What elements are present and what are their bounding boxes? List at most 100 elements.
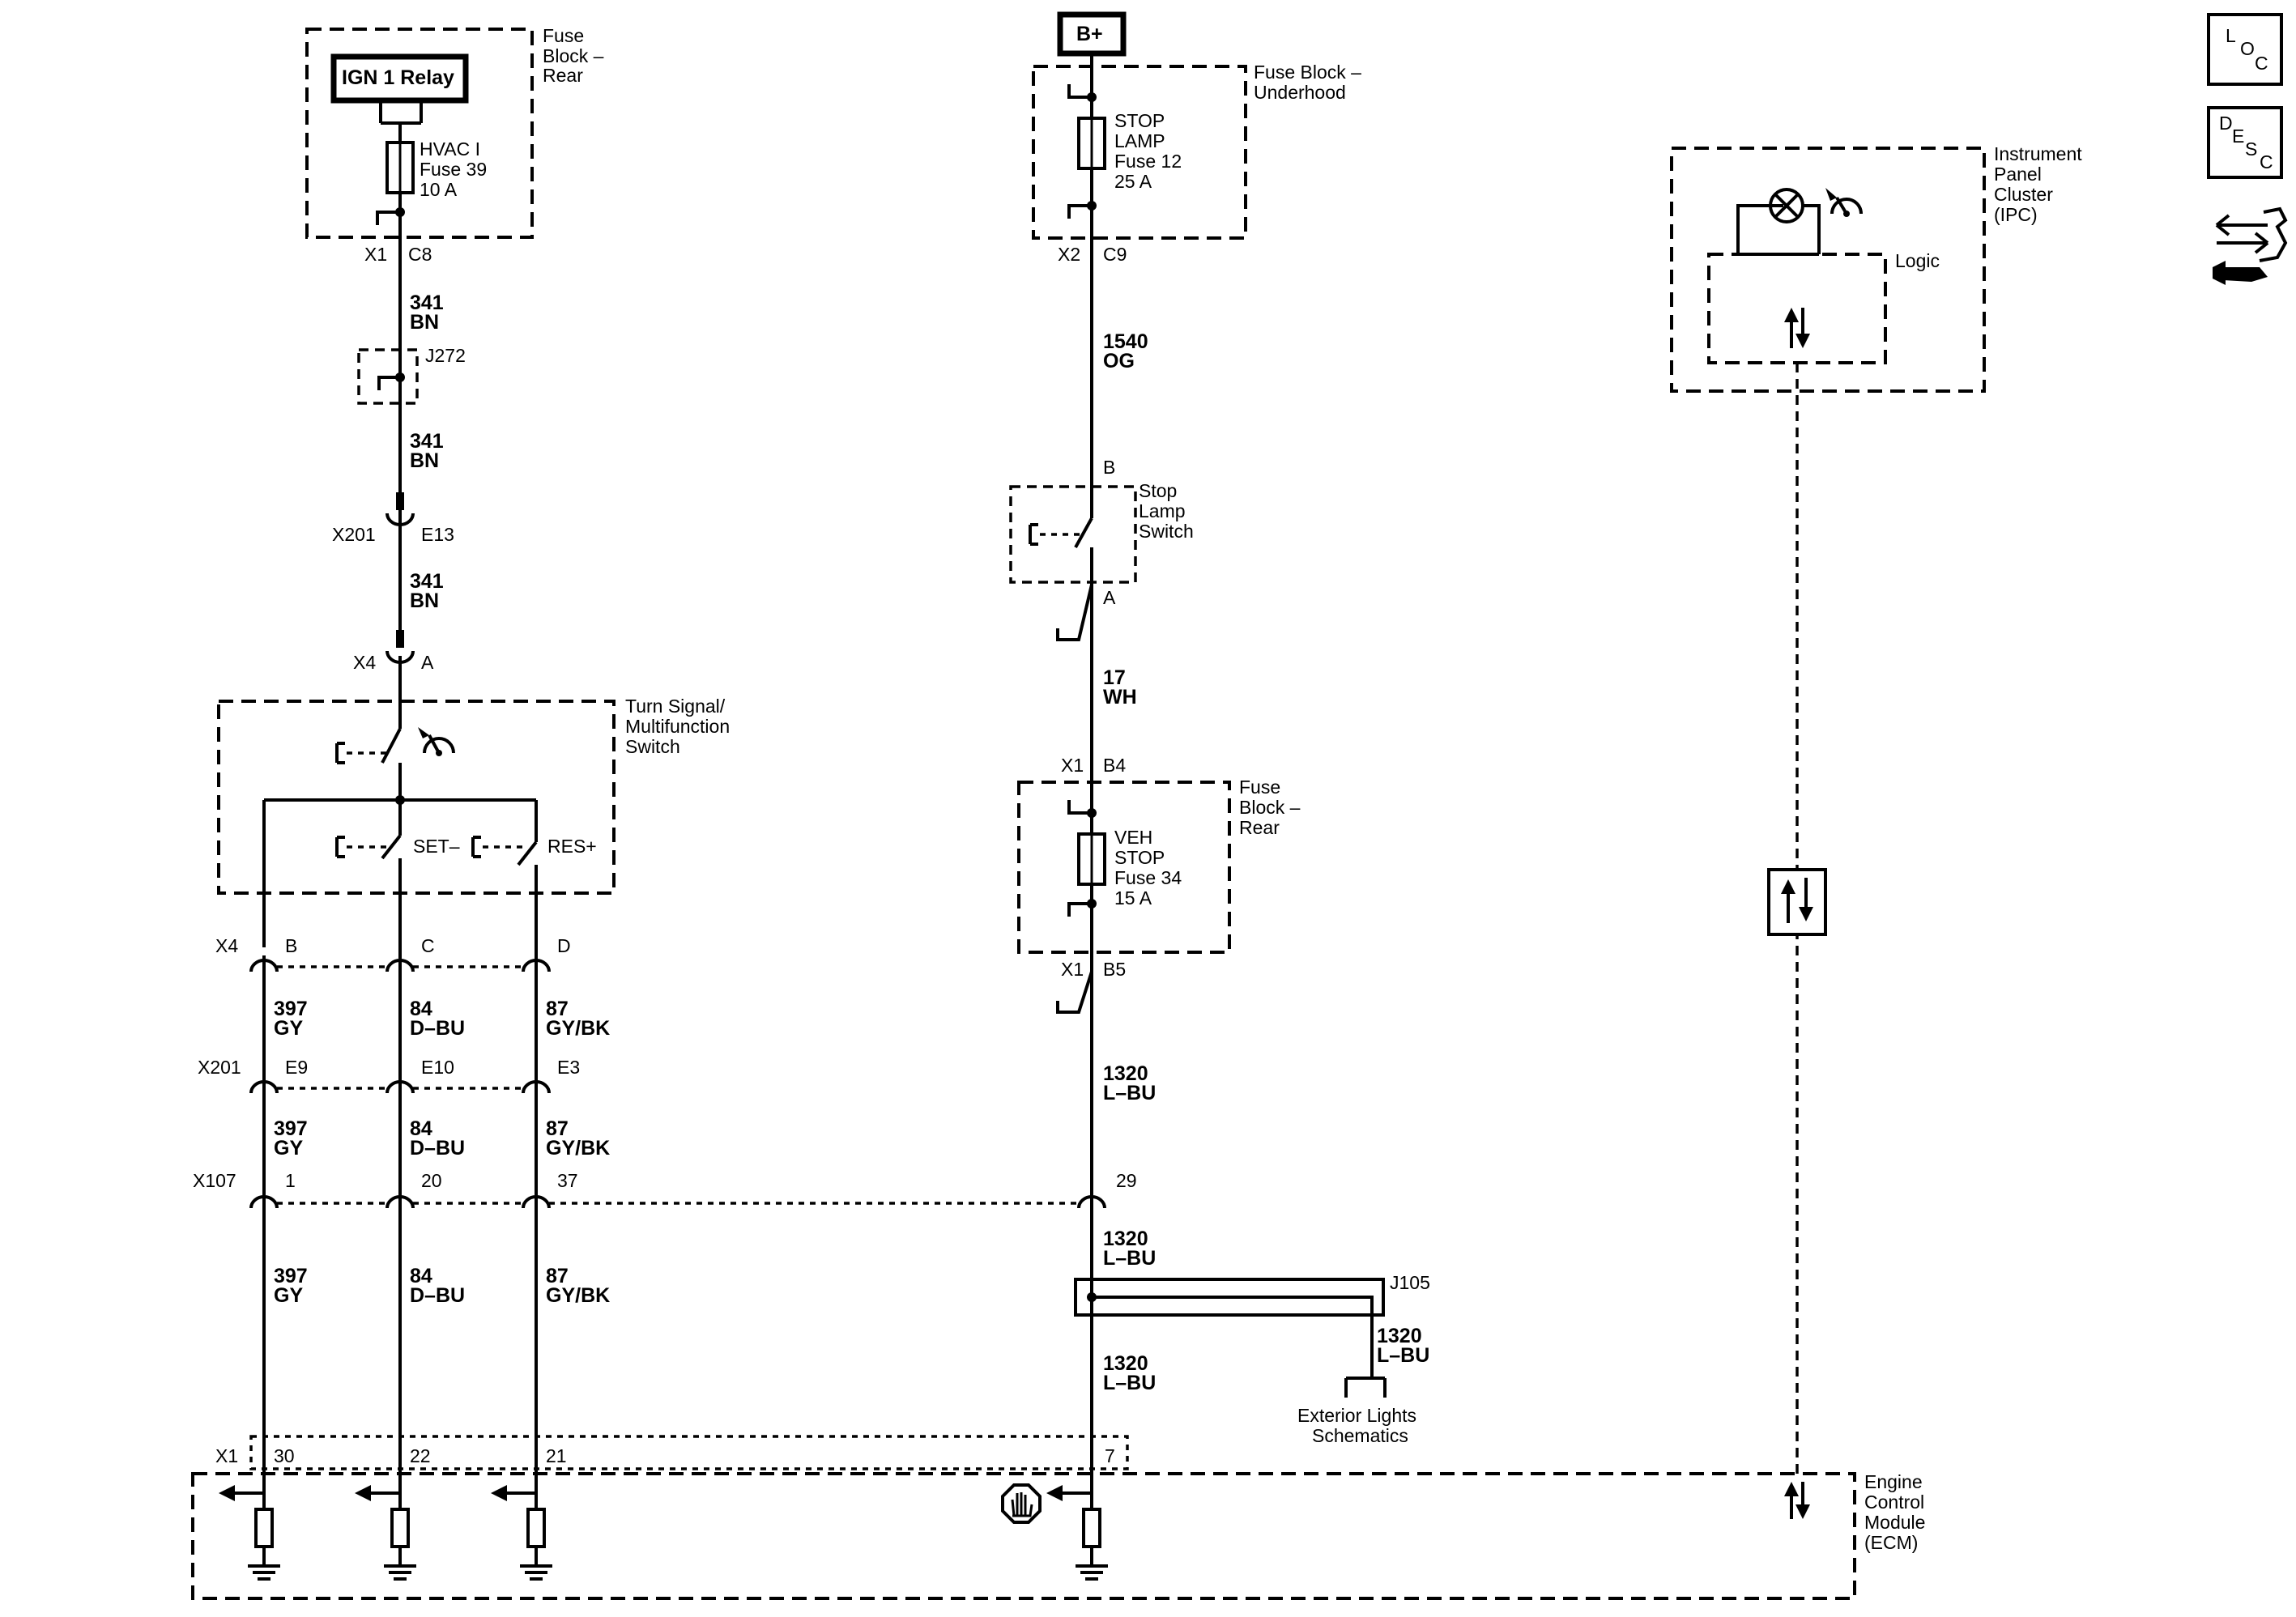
- svg-text:397: 397: [274, 998, 308, 1020]
- svg-text:84: 84: [410, 998, 432, 1020]
- wire-341-bn-c: 341 BN: [410, 570, 444, 612]
- svg-text:Fuse: Fuse: [1239, 777, 1280, 798]
- svg-text:Switch: Switch: [1139, 521, 1194, 542]
- svg-text:87: 87: [546, 998, 569, 1020]
- svg-text:Schematics: Schematics: [1312, 1425, 1408, 1446]
- svg-text:BN: BN: [410, 311, 439, 334]
- wire-1320-lbu-d: 1320 L–BU: [1103, 1228, 1156, 1270]
- svg-text:BN: BN: [410, 449, 439, 472]
- svg-text:Stop: Stop: [1139, 480, 1177, 501]
- svg-text:1320: 1320: [1103, 1062, 1148, 1085]
- turn-signal-switch-title: Turn Signal/ Multifunction Switch: [625, 696, 730, 757]
- svg-text:L–BU: L–BU: [1377, 1344, 1429, 1367]
- x1-pin-21: 21: [546, 1445, 567, 1466]
- svg-text:(ECM): (ECM): [1864, 1532, 1918, 1553]
- svg-text:Fuse 12: Fuse 12: [1114, 151, 1182, 172]
- svg-text:Fuse: Fuse: [543, 25, 584, 46]
- ecm-input-30: [219, 1485, 280, 1581]
- desc-letter-e: E: [2232, 126, 2244, 147]
- fuse-block-rear-top-title: Fuse Block – Rear: [543, 25, 604, 86]
- svg-text:Block –: Block –: [543, 45, 604, 66]
- svg-text:Underhood: Underhood: [1254, 82, 1346, 103]
- svg-text:(IPC): (IPC): [1994, 204, 2038, 225]
- diagnostic-tool-icon[interactable]: [2213, 206, 2288, 285]
- wires-row2: 397 GY 84 D–BU 87 GY/BK: [274, 1117, 610, 1160]
- desc-letter-s: S: [2245, 138, 2257, 160]
- loc-letter-c: C: [2255, 53, 2268, 74]
- svg-text:Lamp: Lamp: [1139, 500, 1186, 521]
- ipc-logic-box: [1707, 253, 1887, 364]
- svg-text:STOP: STOP: [1114, 847, 1165, 868]
- svg-text:Cluster: Cluster: [1994, 184, 2053, 205]
- svg-text:341: 341: [410, 430, 444, 453]
- x107-pin-20: 20: [421, 1170, 442, 1191]
- svg-text:84: 84: [410, 1265, 432, 1287]
- x1-c8-conn: X1: [364, 244, 387, 265]
- x107-pin-37: 37: [557, 1170, 578, 1191]
- svg-text:GY/BK: GY/BK: [546, 1017, 610, 1040]
- svg-text:1320: 1320: [1103, 1228, 1148, 1250]
- x4-row-conn: X4: [215, 935, 238, 956]
- svg-text:341: 341: [410, 291, 444, 314]
- wire-341-bn-a: 341 BN: [410, 291, 444, 334]
- b-plus-label: B+: [1076, 23, 1103, 45]
- x1-ecm-connector-row: X1 30 22 21 7: [215, 1445, 1115, 1466]
- svg-text:VEH: VEH: [1114, 827, 1152, 848]
- svg-text:D–BU: D–BU: [410, 1137, 465, 1160]
- x1-pin-30: 30: [274, 1445, 295, 1466]
- ecm-input-22: [355, 1485, 416, 1581]
- x201-pin-e9: E9: [285, 1057, 308, 1078]
- stop-switch-pin-a: A: [1103, 587, 1116, 608]
- svg-text:15 A: 15 A: [1114, 887, 1152, 908]
- wire-341-bn-b: 341 BN: [410, 430, 444, 472]
- x201-e13-conn: X201: [332, 524, 376, 545]
- loc-button[interactable]: L O C: [2207, 13, 2283, 86]
- wire-1320-lbu-f: 1320 L–BU: [1103, 1352, 1156, 1394]
- desc-letter-d: D: [2219, 113, 2233, 134]
- stop-switch-pin-b: B: [1103, 457, 1115, 478]
- x107-row-conn: X107: [193, 1170, 236, 1191]
- ecm-box: [191, 1472, 1856, 1600]
- x4-pin-c: C: [421, 935, 435, 956]
- svg-text:Block –: Block –: [1239, 797, 1301, 818]
- svg-text:Exterior Lights: Exterior Lights: [1297, 1405, 1416, 1426]
- x4-connector-row: X4 B C D: [215, 935, 571, 972]
- fuse-block-rear-mid-title: Fuse Block – Rear: [1239, 777, 1301, 838]
- svg-text:87: 87: [546, 1265, 569, 1287]
- j272-splice-box: [357, 348, 419, 405]
- x4-a-pin: A: [421, 652, 434, 673]
- svg-text:1540: 1540: [1103, 330, 1148, 353]
- j105-label: J105: [1390, 1272, 1430, 1293]
- svg-text:Multifunction: Multifunction: [625, 716, 730, 737]
- fuse-block-rear-top-box: [305, 28, 534, 239]
- svg-text:STOP: STOP: [1114, 110, 1165, 131]
- desc-button[interactable]: D E S C: [2207, 106, 2283, 179]
- svg-text:397: 397: [274, 1117, 308, 1140]
- brake-stop-hand-icon: [1001, 1483, 1042, 1524]
- x1-b5-pin: B5: [1103, 959, 1126, 980]
- svg-text:WH: WH: [1103, 686, 1137, 709]
- x1-pin-22: 22: [410, 1445, 431, 1466]
- x201-e13-pin: E13: [421, 524, 454, 545]
- indicator-lamp-icon: [1769, 188, 1804, 223]
- j105-splice-pack: [1074, 1278, 1385, 1317]
- ipc-title: Instrument Panel Cluster (IPC): [1994, 143, 2082, 225]
- loc-letter-o: O: [2240, 38, 2255, 59]
- svg-text:GY: GY: [274, 1017, 303, 1040]
- wires-row1: 397 GY 84 D–BU 87 GY/BK: [274, 998, 610, 1040]
- serial-data-arrows-icon: [1781, 878, 1813, 923]
- x107-connector-row: X107 1 20 37 29: [193, 1170, 1137, 1209]
- exterior-lights-schematics-ref[interactable]: Exterior Lights Schematics: [1297, 1405, 1416, 1446]
- svg-text:D–BU: D–BU: [410, 1284, 465, 1307]
- wire-17-wh: 17 WH: [1103, 666, 1137, 709]
- set-switch-label: SET–: [413, 836, 460, 857]
- ipc-box: [1670, 147, 1986, 393]
- wire-1320-lbu-e: 1320 L–BU: [1377, 1325, 1429, 1367]
- svg-text:10 A: 10 A: [420, 179, 458, 200]
- x1-pin-7: 7: [1105, 1445, 1115, 1466]
- ipc-data-arrows-icon: [1784, 308, 1810, 348]
- svg-text:84: 84: [410, 1117, 432, 1140]
- x107-pin-29: 29: [1116, 1170, 1137, 1191]
- svg-text:D–BU: D–BU: [410, 1017, 465, 1040]
